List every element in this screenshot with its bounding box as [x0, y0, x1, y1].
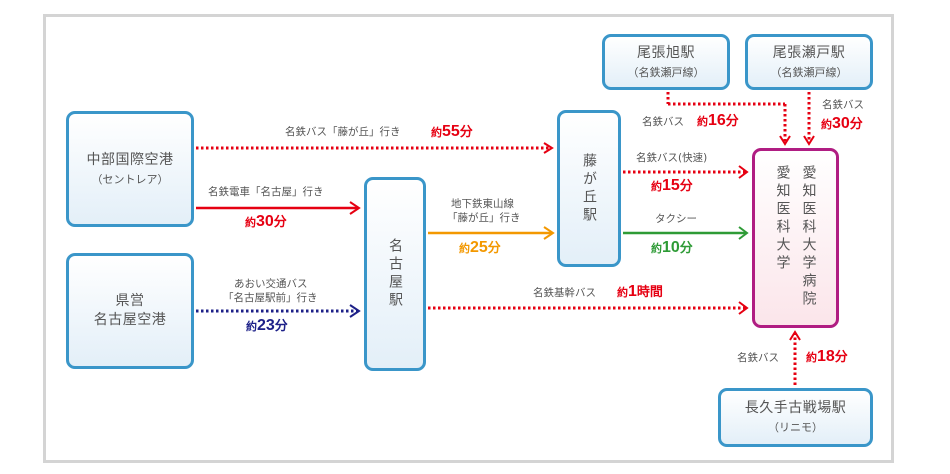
node-owariasahi: 尾張旭駅 （名鉄瀬戸線）	[602, 34, 730, 90]
node-hospital: 愛知医科大学病院 愛知医科大学	[752, 148, 839, 328]
route-komaki-nagoya-label2: 「名古屋駅前」行き	[223, 292, 318, 304]
route-fujigaoka-hospital-taxi-label: タクシー	[655, 213, 697, 225]
node-komaki: 県営 名古屋空港	[66, 253, 194, 369]
route-nagakute-hospital-time: 約18分	[806, 348, 848, 365]
route-centrair-nagoya-label: 名鉄電車「名古屋」行き	[208, 186, 324, 198]
route-fujigaoka-hospital-bus-line	[623, 165, 749, 179]
node-komaki-line2: 名古屋空港	[93, 312, 167, 328]
node-nagakute-sub: （リニモ）	[768, 421, 823, 434]
node-nagoya: 名古屋駅	[364, 177, 426, 371]
route-centrair-fujigaoka-line	[196, 142, 554, 154]
route-nagoya-fujigaoka-time: 約25分	[459, 239, 501, 256]
node-fujigaoka-name: 藤が丘駅	[581, 152, 597, 225]
node-centrair: 中部国際空港 （セントレア）	[66, 111, 194, 227]
route-nagoya-hospital-label: 名鉄基幹バス	[533, 287, 596, 299]
route-nagakute-hospital-line	[789, 330, 801, 385]
route-fujigaoka-hospital-bus-label: 名鉄バス(快速)	[636, 152, 708, 164]
node-komaki-line1: 県営	[115, 293, 145, 309]
route-nagoya-fujigaoka-line	[428, 226, 555, 240]
route-owariasahi-hospital-time: 約16分	[697, 112, 739, 129]
route-nagakute-hospital-label: 名鉄バス	[737, 352, 779, 364]
node-centrair-name: 中部国際空港	[86, 151, 174, 168]
route-fujigaoka-hospital-taxi-line	[623, 226, 749, 240]
route-fujigaoka-hospital-bus-time: 約15分	[651, 177, 693, 194]
node-fujigaoka: 藤が丘駅	[557, 110, 621, 267]
route-owariseto-hospital-line	[803, 92, 815, 146]
node-owariasahi-sub: （名鉄瀬戸線）	[627, 65, 705, 79]
route-komaki-nagoya-time: 約23分	[246, 317, 288, 334]
node-nagakute-name: 長久手古戦場駅	[744, 400, 847, 416]
route-owariasahi-hospital-line	[666, 92, 791, 146]
route-centrair-fujigaoka-time: 約55分	[431, 123, 473, 140]
node-university-name: 愛知医科大学	[774, 165, 791, 273]
route-centrair-nagoya-time: 約30分	[245, 213, 287, 230]
node-owariasahi-name: 尾張旭駅	[637, 44, 695, 61]
route-nagoya-hospital-time: 約1時間	[617, 283, 663, 300]
route-nagoya-fujigaoka-label2: 「藤が丘」行き	[447, 212, 521, 224]
route-centrair-fujigaoka-label: 名鉄バス「藤が丘」行き	[285, 126, 401, 138]
node-owariseto: 尾張瀬戸駅 （名鉄瀬戸線）	[745, 34, 873, 90]
node-owariseto-sub: （名鉄瀬戸線）	[770, 65, 848, 79]
route-owariseto-hospital-label: 名鉄バス	[822, 99, 864, 111]
route-nagoya-hospital-line	[428, 301, 749, 315]
route-fujigaoka-hospital-taxi-time: 約10分	[651, 239, 693, 256]
route-nagoya-fujigaoka-label1: 地下鉄東山線	[451, 198, 514, 210]
route-owariasahi-hospital-label: 名鉄バス	[642, 116, 684, 128]
route-centrair-nagoya-line	[196, 201, 361, 215]
node-nagoya-name: 名古屋駅	[387, 238, 403, 310]
route-owariseto-hospital-time: 約30分	[821, 115, 863, 132]
route-komaki-nagoya-line	[196, 304, 361, 318]
node-centrair-sub: （セントレア）	[91, 172, 169, 186]
node-nagakute: 長久手古戦場駅 （リニモ）	[718, 388, 873, 447]
node-owariseto-name: 尾張瀬戸駅	[772, 44, 846, 61]
route-komaki-nagoya-label1: あおい交通バス	[234, 278, 308, 290]
node-hospital-name: 愛知医科大学病院	[800, 165, 817, 309]
